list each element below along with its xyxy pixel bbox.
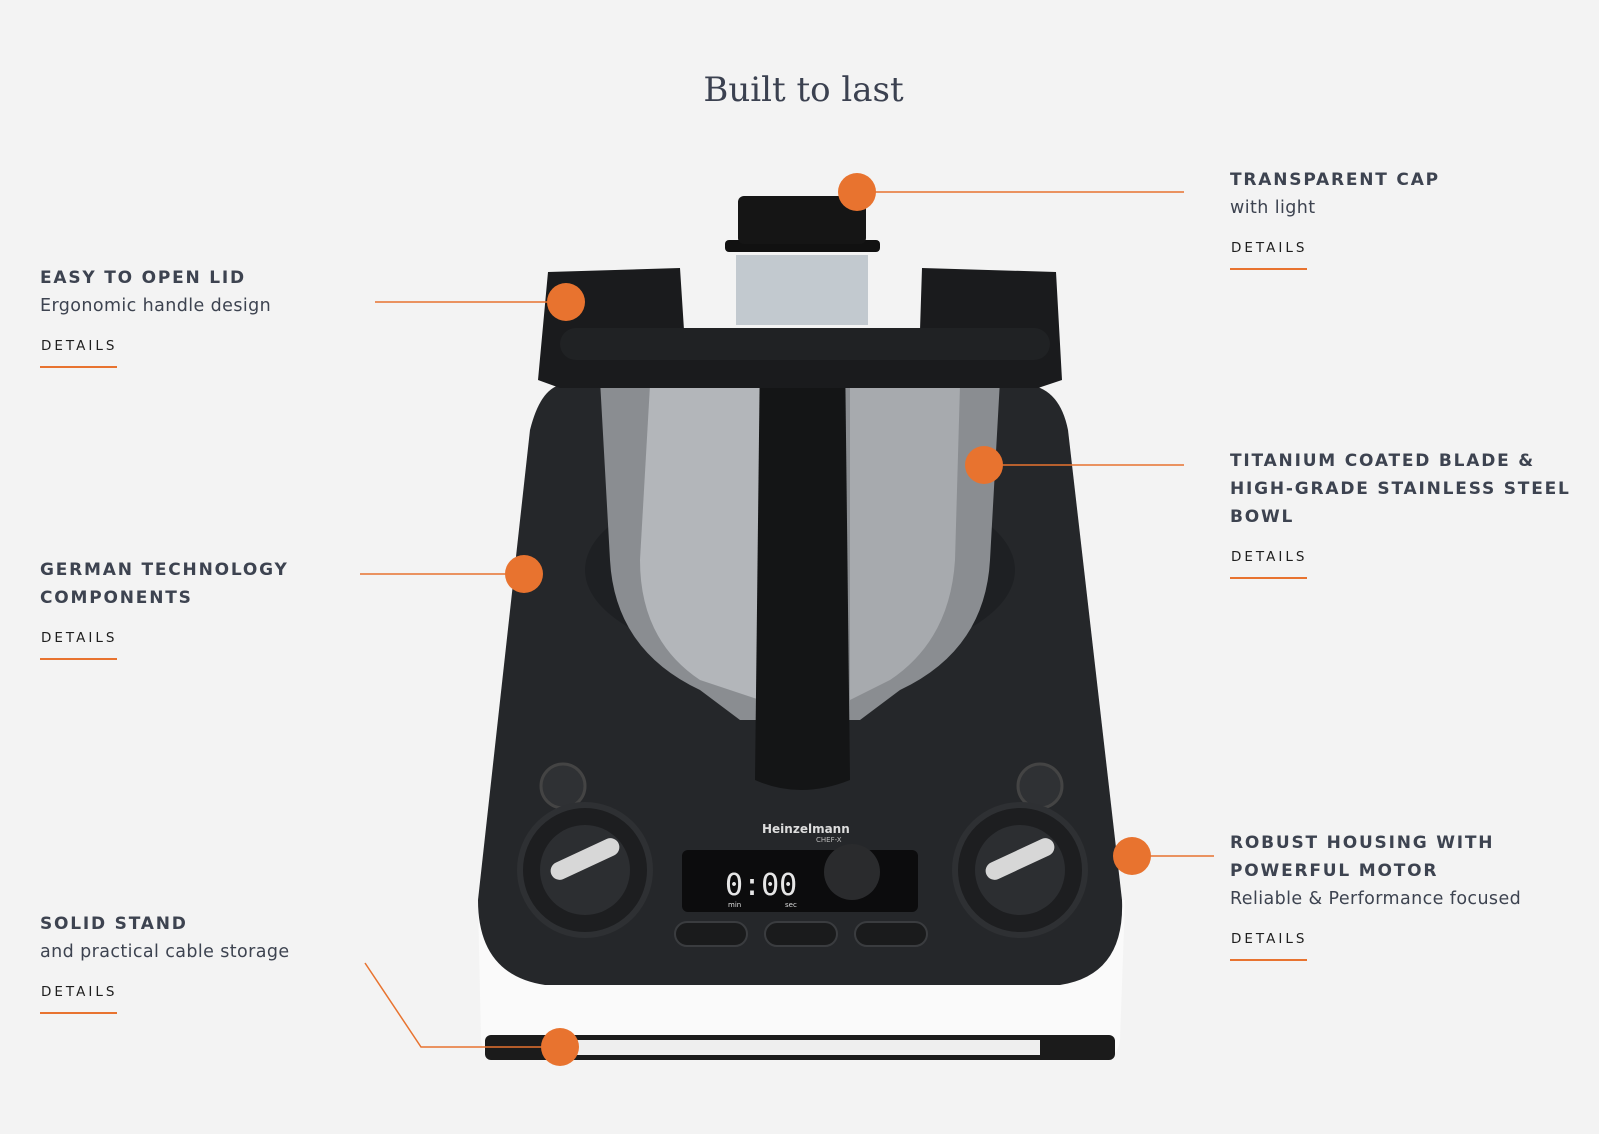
feature-heading: Titanium coated blade & — [1230, 451, 1535, 471]
details-link[interactable]: DETAILS — [1230, 240, 1308, 270]
feature-heading: high-grade stainless steel — [1230, 479, 1571, 499]
display-sec-label: sec — [785, 901, 797, 909]
feature-robust-housing: Robust housing with powerful motor Relia… — [1230, 829, 1590, 961]
feature-titanium-blade-bowl: Titanium coated blade & high-grade stain… — [1230, 447, 1590, 579]
feature-subtitle: Reliable & Performance focused — [1230, 889, 1522, 909]
display-min-label: min — [728, 901, 741, 909]
feature-subtitle: and practical cable storage — [40, 942, 290, 962]
details-link[interactable]: DETAILS — [1230, 549, 1308, 579]
feature-transparent-cap: Transparent cap with light DETAILS — [1230, 166, 1590, 270]
feature-heading: Robust housing with — [1230, 833, 1495, 853]
feature-heading: powerful motor — [1230, 861, 1439, 881]
hotspot-housing-motor — [1113, 837, 1151, 875]
details-link[interactable]: DETAILS — [40, 630, 118, 660]
hotspot-lid — [547, 283, 585, 321]
feature-heading: Easy to open lid — [40, 268, 246, 288]
feature-heading: Solid stand — [40, 914, 188, 934]
feature-subtitle: with light — [1230, 198, 1316, 218]
feature-heading: components — [40, 588, 193, 608]
display-time: 0:00 — [725, 868, 797, 903]
details-link[interactable]: DETAILS — [40, 338, 118, 368]
feature-solid-stand: Solid stand and practical cable storage … — [40, 910, 400, 1014]
feature-heading: Transparent cap — [1230, 170, 1440, 190]
hotspot-german-tech — [505, 555, 543, 593]
details-link[interactable]: DETAILS — [1230, 931, 1308, 961]
model-label: CHEF-X — [816, 836, 842, 844]
section-title: Built to last — [703, 70, 904, 110]
feature-heading: German technology — [40, 560, 289, 580]
feature-easy-open-lid: Easy to open lid Ergonomic handle design… — [40, 264, 400, 368]
brand-logo: Heinzelmann — [762, 822, 850, 836]
hotspot-stand — [541, 1028, 579, 1066]
feature-heading: bowl — [1230, 507, 1295, 527]
feature-german-technology: German technology components DETAILS — [40, 556, 400, 660]
details-link[interactable]: DETAILS — [40, 984, 118, 1014]
hotspot-transparent-cap — [838, 173, 876, 211]
feature-subtitle: Ergonomic handle design — [40, 296, 272, 316]
hotspot-blade-bowl — [965, 446, 1003, 484]
